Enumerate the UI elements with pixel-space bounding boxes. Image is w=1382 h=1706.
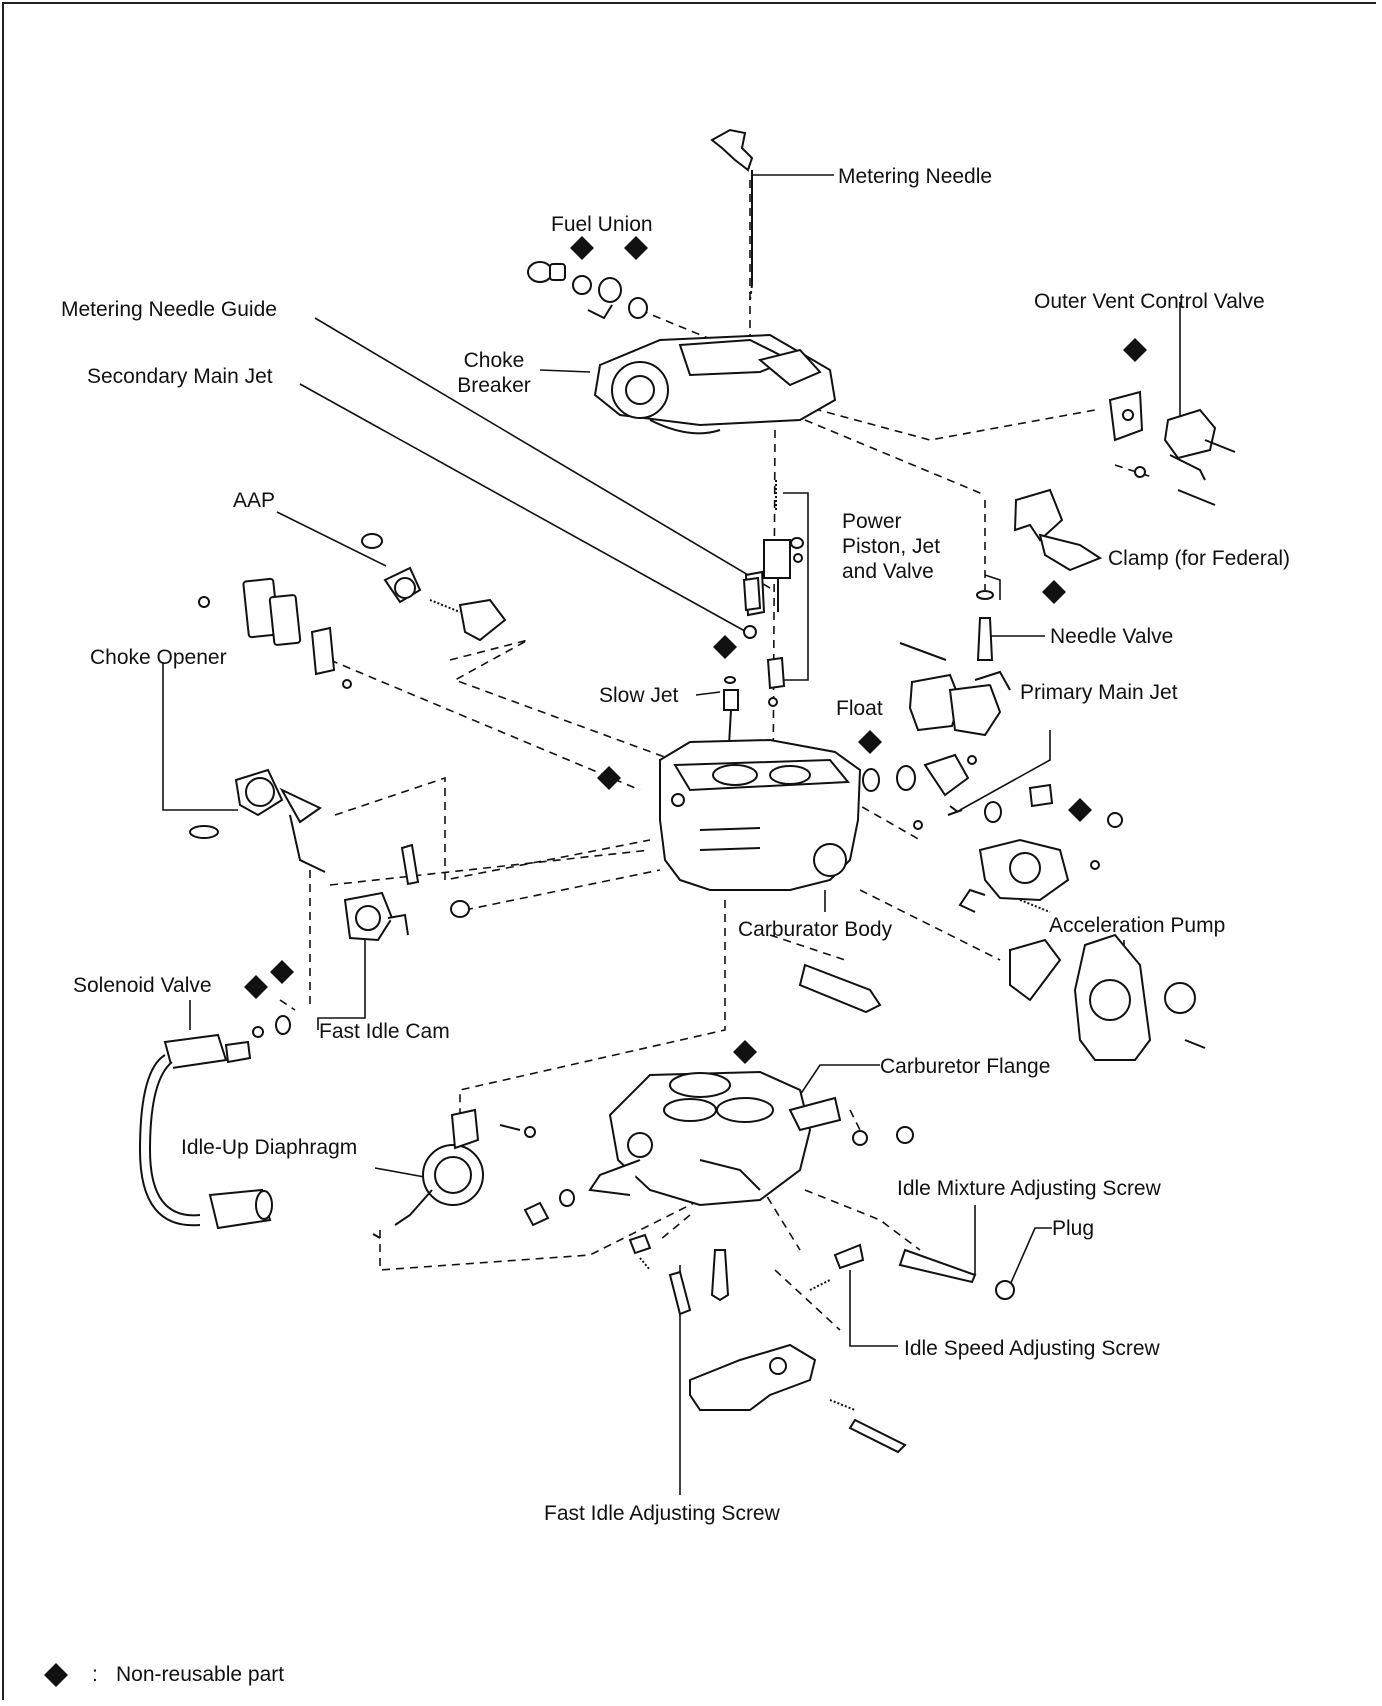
label-choke-breaker: Choke Breaker <box>454 348 534 398</box>
fast-idle-bracket <box>689 1343 907 1454</box>
label-fast-idle-cam: Fast Idle Cam <box>319 1020 450 1043</box>
fuel-union-parts <box>527 261 648 320</box>
metering-needle-part <box>710 128 754 301</box>
choke-opener-gasket-parts <box>189 577 352 873</box>
legend-separator: : <box>92 1663 98 1686</box>
label-secondary-main-jet: Secondary Main Jet <box>87 365 273 388</box>
label-idle-mixture-adjusting-screw: Idle Mixture Adjusting Screw <box>897 1177 1161 1200</box>
non-reusable-marker <box>858 730 882 754</box>
legend-text: Non-reusable part <box>116 1663 285 1686</box>
label-acceleration-pump: Acceleration Pump <box>1049 914 1226 937</box>
non-reusable-marker <box>1068 798 1092 822</box>
pump-cover-parts <box>798 899 1206 1061</box>
label-power-piston: Power Piston, Jet and Valve <box>842 509 940 584</box>
label-clamp-for-federal: Clamp (for Federal) <box>1108 547 1291 570</box>
label-primary-main-jet: Primary Main Jet <box>1020 681 1178 704</box>
label-float: Float <box>836 697 883 720</box>
non-reusable-marker <box>1123 338 1147 362</box>
non-reusable-marker <box>1042 580 1066 604</box>
legend: : Non-reusable part <box>40 1660 440 1690</box>
clamp-federal <box>1013 488 1103 572</box>
label-metering-needle: Metering Needle <box>838 165 993 188</box>
non-reusable-marker <box>733 1040 757 1064</box>
flange-nuts-and-screws <box>523 1189 1015 1316</box>
non-reusable-diamond-icon <box>44 1663 68 1687</box>
label-solenoid-valve: Solenoid Valve <box>73 974 212 997</box>
label-idle-speed-adjusting-screw: Idle Speed Adjusting Screw <box>904 1337 1160 1360</box>
non-reusable-marker <box>597 766 621 790</box>
aap-parts <box>361 533 507 642</box>
non-reusable-marker <box>244 975 268 999</box>
acceleration-pump-diaphragm <box>958 838 1100 913</box>
assembly-lines <box>279 180 1156 1331</box>
label-carburetor-flange: Carburetor Flange <box>880 1055 1051 1078</box>
fast-idle-cam-parts <box>343 843 470 942</box>
needle-valve-parts <box>899 590 994 661</box>
label-power-piston-line2: Piston, Jet <box>842 535 941 558</box>
idle-up-diaphragm <box>372 1108 536 1239</box>
non-reusable-marker <box>570 236 594 260</box>
carburetor-body <box>659 738 862 891</box>
label-plug: Plug <box>1052 1217 1095 1240</box>
label-metering-needle-guide: Metering Needle Guide <box>61 298 277 321</box>
slow-jet-secondary-jet-parts <box>723 576 786 746</box>
non-reusable-marker <box>713 635 737 659</box>
label-idle-up-diaphragm: Idle-Up Diaphragm <box>181 1136 358 1159</box>
label-power-piston-line3: and Valve <box>842 560 934 583</box>
label-aap: AAP <box>233 489 276 512</box>
primary-main-jet-parts <box>862 753 1123 830</box>
carburetor-flange <box>588 1070 914 1207</box>
label-choke-breaker-line1: Choke <box>463 349 525 372</box>
solenoid-valve <box>138 1015 291 1230</box>
label-outer-vent-control-valve: Outer Vent Control Valve <box>1034 290 1265 313</box>
label-slow-jet: Slow Jet <box>599 684 679 707</box>
float-parts <box>908 670 1011 737</box>
outer-vent-control-valve <box>1108 390 1236 506</box>
label-fuel-union: Fuel Union <box>551 213 653 236</box>
label-fast-idle-adjusting-screw: Fast Idle Adjusting Screw <box>544 1502 780 1525</box>
choke-breaker-air-horn <box>593 333 837 435</box>
label-choke-breaker-line2: Breaker <box>457 374 531 397</box>
label-choke-opener: Choke Opener <box>90 646 227 669</box>
label-carburator-body: Carburator Body <box>738 918 893 941</box>
label-power-piston-line1: Power <box>842 510 902 533</box>
non-reusable-marker <box>270 960 294 984</box>
non-reusable-marker <box>624 236 648 260</box>
label-needle-valve: Needle Valve <box>1050 625 1174 648</box>
